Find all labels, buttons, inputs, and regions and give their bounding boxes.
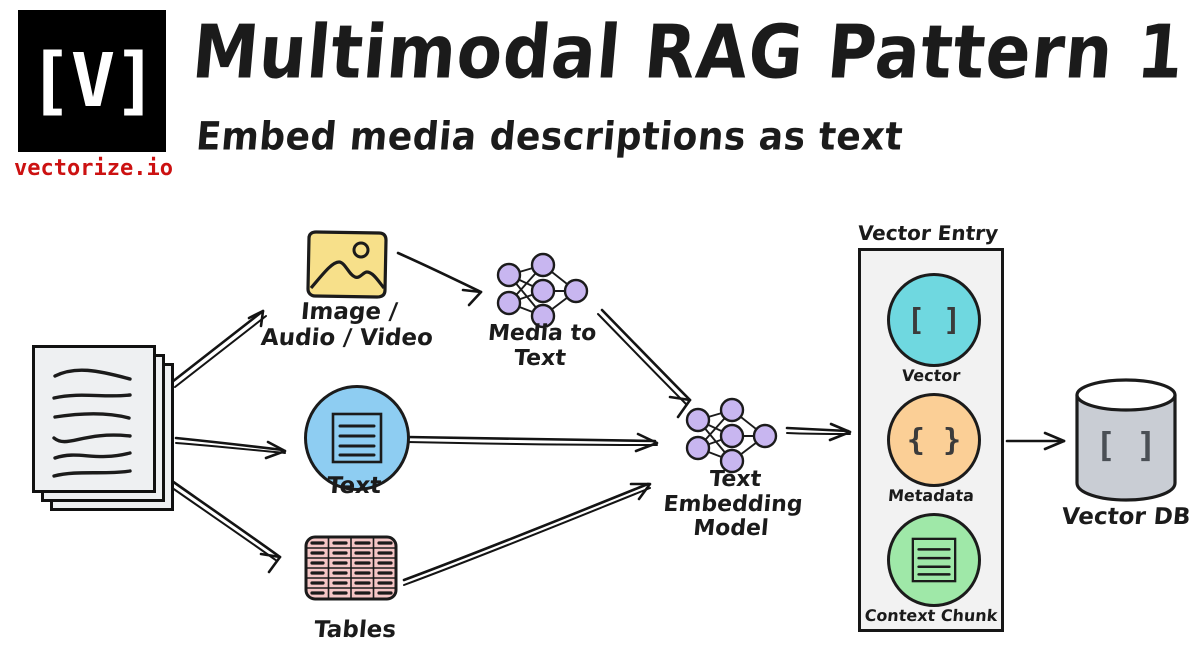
label-media-to-text: Media to Text <box>486 321 598 371</box>
text-node <box>304 385 410 491</box>
logo-mark-text: [V] <box>28 38 158 124</box>
header: [V] vectorize.io Multimodal RAG Pattern … <box>0 0 1199 200</box>
label-media: Image / Audio / Video <box>259 299 435 351</box>
label-context-chunk: Context Chunk <box>863 606 999 625</box>
arrow-text-to-embedding <box>405 432 659 453</box>
text-document-icon <box>331 412 383 464</box>
vector-entry-item-metadata: { } <box>887 393 981 487</box>
text-document-icon <box>911 537 957 583</box>
vector-entry-item-context-chunk <box>887 513 981 607</box>
text-embedding-model <box>675 395 785 481</box>
vector-entry-panel: [ ] Vector { } Metadata Context Chunk <box>858 248 1004 632</box>
arrow-vectorentry-to-db <box>1005 431 1066 451</box>
document-stack-icon <box>30 345 180 511</box>
brand-name: vectorize.io <box>14 156 173 181</box>
label-text: Text <box>325 473 383 499</box>
media-to-text-model <box>486 250 596 336</box>
vectorize-logo-icon: [V] <box>18 10 166 152</box>
neural-network-icon <box>685 397 778 474</box>
document-lines-icon <box>52 368 132 478</box>
neural-network-icon <box>496 252 589 329</box>
brackets-icon: [ ] <box>906 302 962 338</box>
arrow-embedding-to-vectorentry <box>785 422 852 442</box>
vector-entry-item-vector: [ ] <box>887 273 981 367</box>
label-tables: Tables <box>312 617 398 643</box>
arrow-source-to-text <box>174 436 287 460</box>
image-icon <box>303 228 391 302</box>
document-page-front <box>32 345 156 493</box>
vector-entry-title: Vector Entry <box>856 221 1000 245</box>
label-vector-db: Vector DB <box>1060 504 1192 530</box>
database-cylinder-icon: [ ] <box>1072 375 1180 503</box>
arrow-tables-to-embedding <box>402 482 652 586</box>
label-metadata: Metadata <box>887 486 975 505</box>
table-grid-icon <box>303 534 399 602</box>
label-vector: Vector <box>901 366 962 385</box>
arrow-media-to-mediamodel <box>396 251 483 307</box>
braces-icon: { } <box>906 422 962 458</box>
brackets-icon: [ ] <box>1095 426 1156 466</box>
label-text-embedding-model: Text Embedding Model <box>662 467 804 542</box>
arrow-source-to-tables <box>167 479 282 574</box>
